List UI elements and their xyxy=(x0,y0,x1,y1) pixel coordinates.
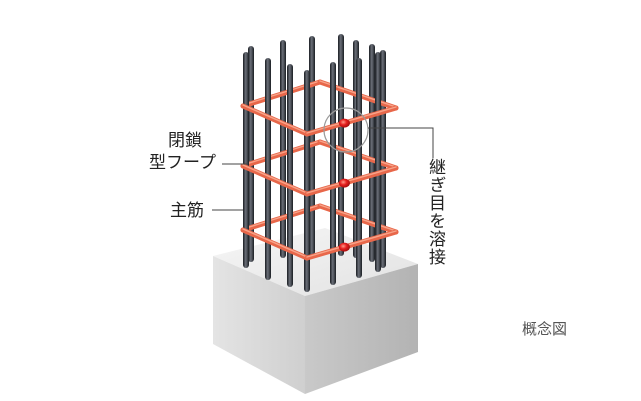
hoop-segment xyxy=(240,163,310,197)
main-rebar xyxy=(248,46,254,262)
weld-points xyxy=(338,118,350,252)
main-rebar xyxy=(265,58,271,280)
concrete-front-face xyxy=(305,264,418,394)
main-rebar xyxy=(338,34,344,256)
hoop-segment xyxy=(304,165,399,197)
hoop-highlight xyxy=(242,164,308,194)
concrete-left-face xyxy=(213,256,305,394)
main-rebar xyxy=(243,52,249,268)
weld-leader-line xyxy=(368,127,434,158)
concrete-base xyxy=(213,228,418,394)
concrete-top-face xyxy=(213,228,418,296)
weld-point xyxy=(338,118,350,128)
weld-joint-label: 継ぎ目を溶接 xyxy=(425,158,445,266)
hoop-segment xyxy=(304,105,399,137)
hoop-label-line-1: 閉鎖 xyxy=(168,131,202,151)
main-rebar xyxy=(287,64,293,287)
detail-callout xyxy=(212,107,434,211)
main-rebar xyxy=(375,52,381,272)
hoop-highlight xyxy=(306,166,397,194)
hoop-highlight xyxy=(242,228,308,258)
weld-detail-circle xyxy=(323,107,369,153)
main-rebar xyxy=(304,70,310,292)
concept-diagram-label: 概念図 xyxy=(522,320,568,338)
hoop-highlight xyxy=(306,106,397,134)
hoop-highlight xyxy=(242,104,308,134)
weld-point xyxy=(338,242,350,252)
front-hoop-segments xyxy=(240,103,399,261)
hoop-segment xyxy=(304,229,399,261)
main-rebar-label: 主筋 xyxy=(170,201,204,221)
hoop-label-line-2: 型フープ xyxy=(149,153,216,173)
main-rebar xyxy=(369,44,375,262)
hoop-highlight xyxy=(306,230,397,258)
hoop-segment xyxy=(240,227,310,261)
main-rebar xyxy=(330,62,336,285)
hoop-segment xyxy=(240,103,310,137)
front-rebars xyxy=(243,52,381,292)
weld-point xyxy=(338,178,350,188)
main-rebar xyxy=(280,40,286,258)
